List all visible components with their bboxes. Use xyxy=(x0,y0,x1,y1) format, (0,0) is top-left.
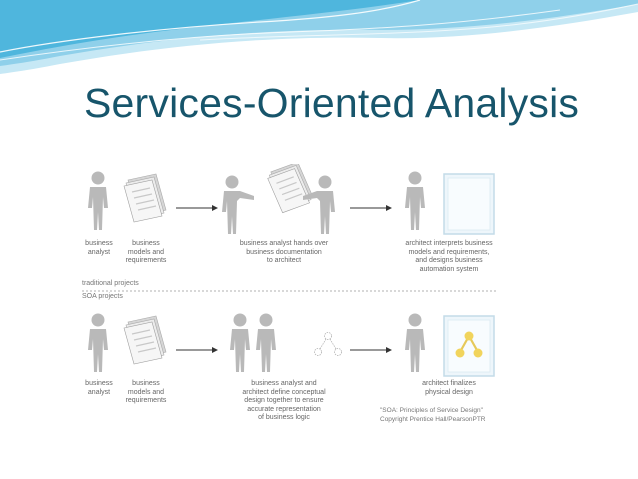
copyright-credit: "SOA: Principles of Service Design" Copy… xyxy=(380,407,500,424)
handing-analyst-figure xyxy=(222,176,254,235)
architect-figure-bottom xyxy=(405,314,425,373)
label-architect-interprets: architect interprets business models and… xyxy=(398,240,500,274)
label-business-analyst-bottom: business analyst xyxy=(82,380,116,397)
blank-design-board xyxy=(444,174,494,234)
label-business-models-top: business models and requirements xyxy=(120,240,172,266)
label-define-conceptual-design: business analyst and architect define co… xyxy=(232,380,336,423)
arrow-bottom-1 xyxy=(176,347,218,353)
section-soa-projects: SOA projects xyxy=(82,293,123,300)
arrow-bottom-2 xyxy=(350,347,392,353)
soa-diagram: business analyst business models and req… xyxy=(80,164,500,430)
document-icon-bottom xyxy=(124,316,166,364)
collaborating-analyst-figure xyxy=(230,314,250,373)
document-icon-handover xyxy=(266,164,314,214)
collaborating-architect-figure xyxy=(256,314,276,373)
receiving-architect-figure xyxy=(303,176,335,235)
label-business-analyst-top: business analyst xyxy=(82,240,116,257)
label-architect-finalizes: architect finalizes physical design xyxy=(398,380,500,397)
section-traditional-projects: traditional projects xyxy=(82,280,139,287)
header-wave-decoration xyxy=(0,0,638,80)
label-business-models-bottom: business models and requirements xyxy=(120,380,172,406)
document-icon-top xyxy=(124,174,166,222)
arrow-top-1 xyxy=(176,205,218,211)
conceptual-design-icon xyxy=(315,333,342,356)
business-analyst-figure-bottom xyxy=(88,314,108,373)
physical-design-board xyxy=(444,316,494,376)
business-analyst-figure-top xyxy=(88,172,108,231)
slide-title: Services-Oriented Analysis xyxy=(84,80,579,127)
arrow-top-2 xyxy=(350,205,392,211)
architect-figure-top xyxy=(405,172,425,231)
label-handover: business analyst hands over business doc… xyxy=(232,240,336,266)
